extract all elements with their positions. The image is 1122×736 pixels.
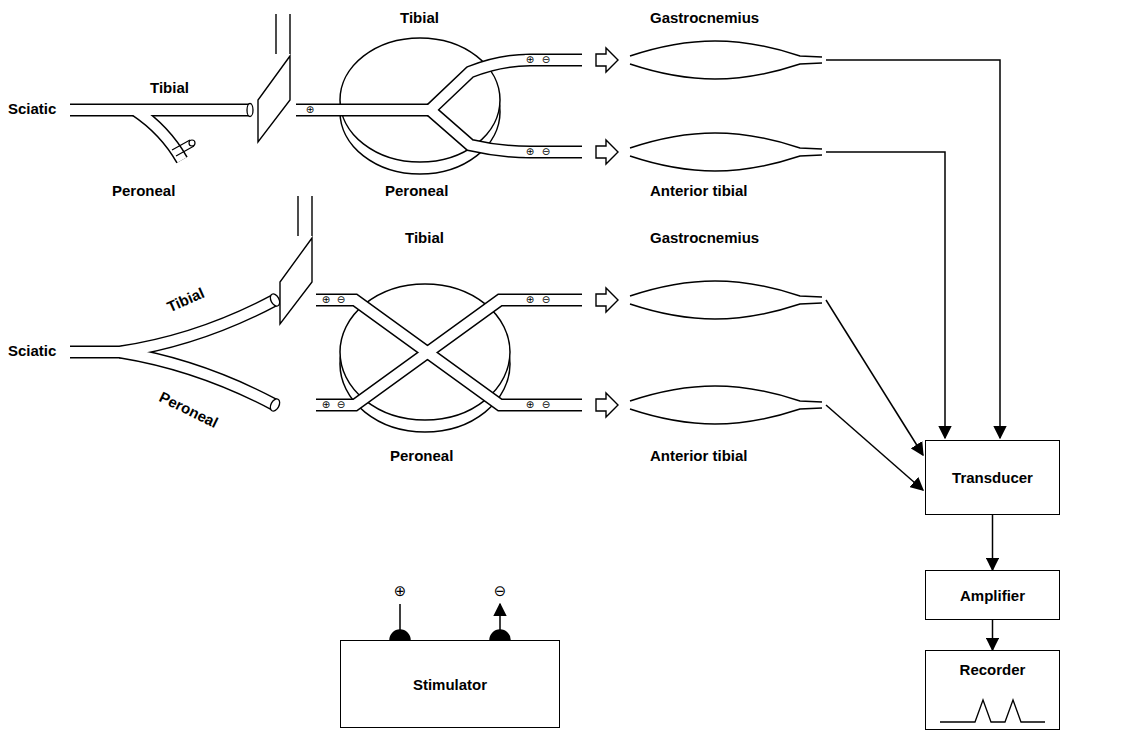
box-label: Transducer [952,469,1033,486]
recorder-box: Recorder [925,650,1060,730]
nerve-muscle-label: Tibial [165,285,207,316]
nerve-muscle-label: Tibial [400,10,439,27]
polarity-sign: ⊖ [541,400,551,410]
nerve-muscle-label: Sciatic [8,343,56,360]
polarity-sign: ⊖ [493,583,508,598]
nerve-muscle-label: Peroneal [112,183,175,200]
amplifier-box: Amplifier [925,570,1060,620]
nerve-muscle-label: Anterior tibial [650,448,748,465]
polarity-sign: ⊕ [525,55,535,65]
polarity-sign: ⊕ [305,105,315,115]
stimulator-box: Stimulator [340,640,560,728]
nerve-muscle-label: Tibial [150,80,189,97]
polarity-sign: ⊖ [541,55,551,65]
nerve-muscle-label: Peroneal [390,448,453,465]
box-label: Amplifier [960,587,1025,604]
nerve-muscle-label: Peroneal [156,389,220,432]
polarity-sign: ⊖ [541,295,551,305]
polarity-sign: ⊖ [541,147,551,157]
polarity-sign: ⊕ [321,400,331,410]
nerve-muscle-label: Anterior tibial [650,183,748,200]
nerve-muscle-label: Gastrocnemius [650,10,759,27]
polarity-sign: ⊖ [336,400,346,410]
box-label: Recorder [960,661,1026,678]
box-label: Stimulator [413,676,487,693]
polarity-sign: ⊖ [336,295,346,305]
polarity-sign: ⊕ [321,295,331,305]
nerve-muscle-label: Sciatic [8,101,56,118]
polarity-sign: ⊕ [525,295,535,305]
polarity-sign: ⊕ [525,400,535,410]
polarity-sign: ⊕ [393,583,408,598]
polarity-sign: ⊕ [525,147,535,157]
signal-arrow [992,620,994,650]
nerve-muscle-label: Tibial [405,230,444,247]
nerve-muscle-label: Gastrocnemius [650,230,759,247]
nerve-muscle-label: Peroneal [385,183,448,200]
signal-arrow [992,515,994,570]
transducer-box: Transducer [925,440,1060,515]
